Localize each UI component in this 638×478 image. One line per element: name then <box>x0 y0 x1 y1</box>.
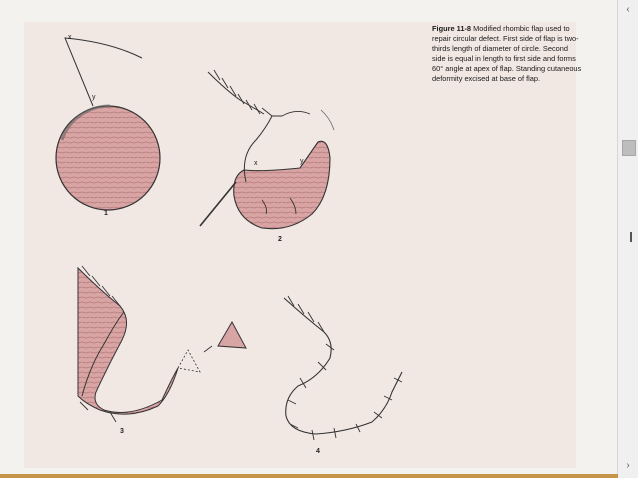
chevron-down-icon[interactable]: › <box>626 460 630 471</box>
figure-title: Figure 11-8 <box>432 24 472 33</box>
vertical-scrollbar[interactable]: ‹ › <box>617 0 638 478</box>
label-x-panel-1: x <box>68 34 72 41</box>
panel-1-defect <box>55 37 161 211</box>
panel-3-closure <box>77 265 247 423</box>
panel-number-1: 1 <box>104 210 108 217</box>
flap-illustration <box>55 37 403 441</box>
bottom-bar <box>0 474 618 478</box>
label-y-panel-2: y <box>300 158 304 165</box>
panel-4-result <box>283 295 403 441</box>
panel-number-3: 3 <box>120 428 124 435</box>
text-cursor <box>630 232 632 242</box>
figure-plate <box>24 22 576 468</box>
figure-caption: Figure 11-8 Modified rhombic flap used t… <box>432 24 582 84</box>
figure-caption-text: Modified rhombic flap used to repair cir… <box>432 24 582 83</box>
label-y-panel-1: y <box>92 94 96 101</box>
panel-2-transposition <box>199 69 335 230</box>
label-x-panel-2: x <box>254 160 258 167</box>
scroll-thumb[interactable] <box>622 140 636 156</box>
panel-number-4: 4 <box>316 448 320 455</box>
chevron-up-icon[interactable]: ‹ <box>626 4 630 15</box>
panel-number-2: 2 <box>278 236 282 243</box>
